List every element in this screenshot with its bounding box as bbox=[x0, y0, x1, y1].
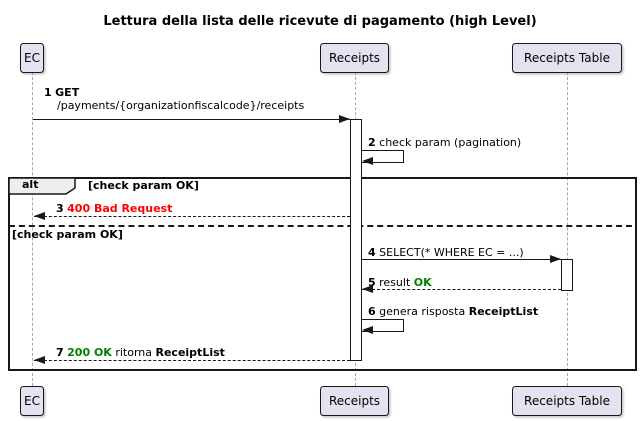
message-5-arrow bbox=[362, 289, 561, 290]
message-1-label: 1 GET /payments/{organizationfiscalcode}… bbox=[44, 86, 304, 112]
participant-label: Receipts Table bbox=[524, 51, 610, 65]
participant-label: Receipts Table bbox=[524, 394, 610, 408]
message-6-text: genera risposta bbox=[379, 305, 466, 318]
participant-label: Receipts bbox=[328, 394, 381, 408]
arrowhead-right-icon bbox=[550, 255, 561, 263]
message-1-verb: GET bbox=[55, 86, 80, 99]
message-4-label: 4 SELECT(* WHERE EC = ...) bbox=[368, 246, 524, 259]
message-6-label: 6 genera risposta ReceiptList bbox=[368, 305, 538, 318]
message-1-number: 1 bbox=[44, 86, 52, 99]
alt-frame bbox=[8, 177, 637, 371]
message-7-arrow bbox=[34, 360, 350, 361]
participant-receipts-table-bottom: Receipts Table bbox=[512, 386, 622, 416]
message-4-text: SELECT(* WHERE EC = ...) bbox=[379, 246, 524, 259]
message-2-label: 2 check param (pagination) bbox=[368, 136, 521, 149]
message-7-status: 200 OK bbox=[67, 346, 112, 359]
message-5-text: result bbox=[379, 276, 411, 289]
message-1-path: /payments/{organizationfiscalcode}/recei… bbox=[57, 99, 305, 112]
alt-guard-if: [check param OK] bbox=[88, 179, 199, 192]
message-7-object: ReceiptList bbox=[155, 346, 225, 359]
message-6-self-arrow bbox=[361, 319, 404, 332]
message-7-label: 7 200 OK ritorna ReceiptList bbox=[56, 346, 225, 359]
message-3-arrow bbox=[34, 216, 350, 217]
message-5-label: 5 result OK bbox=[368, 276, 432, 289]
arrowhead-left-icon bbox=[362, 157, 373, 165]
arrowhead-left-icon bbox=[34, 356, 45, 364]
participant-label: Receipts bbox=[328, 51, 381, 65]
message-1-arrow bbox=[33, 119, 350, 120]
message-2-number: 2 bbox=[368, 136, 376, 149]
alt-guard-else: [check param OK] bbox=[12, 228, 123, 241]
alt-operator-label: alt bbox=[22, 178, 39, 191]
arrowhead-left-icon bbox=[362, 326, 373, 334]
message-5-number: 5 bbox=[368, 276, 376, 289]
participant-ec-bottom: EC bbox=[20, 386, 44, 416]
message-2-self-arrow bbox=[361, 150, 404, 163]
participant-receipts-bottom: Receipts bbox=[320, 386, 389, 416]
message-7-text: ritorna bbox=[115, 346, 152, 359]
message-5-status: OK bbox=[413, 276, 432, 289]
message-3-number: 3 bbox=[56, 202, 64, 215]
alt-frame-tab bbox=[8, 177, 76, 195]
message-6-number: 6 bbox=[368, 305, 376, 318]
activation-receipts bbox=[350, 119, 362, 361]
message-3-error-text: 400 Bad Request bbox=[67, 202, 173, 215]
participant-label: EC bbox=[24, 51, 40, 65]
lifeline-ec bbox=[32, 72, 33, 386]
diagram-title: Lettura della lista delle ricevute di pa… bbox=[103, 14, 537, 29]
participant-ec-top: EC bbox=[20, 43, 44, 73]
arrowhead-left-icon bbox=[34, 212, 45, 220]
participant-label: EC bbox=[24, 394, 40, 408]
arrowhead-left-icon bbox=[362, 285, 373, 293]
message-3-label: 3 400 Bad Request bbox=[56, 202, 172, 215]
participant-receipts-top: Receipts bbox=[320, 43, 389, 73]
message-2-text: check param (pagination) bbox=[379, 136, 522, 149]
activation-receipts-table bbox=[561, 259, 573, 291]
message-4-number: 4 bbox=[368, 246, 376, 259]
message-4-arrow bbox=[361, 259, 561, 260]
message-6-object: ReceiptList bbox=[468, 305, 539, 318]
lifeline-receipts-table bbox=[567, 72, 568, 386]
participant-receipts-table-top: Receipts Table bbox=[512, 43, 622, 73]
arrowhead-right-icon bbox=[339, 115, 350, 123]
alt-else-divider bbox=[9, 225, 632, 227]
message-7-number: 7 bbox=[56, 346, 64, 359]
